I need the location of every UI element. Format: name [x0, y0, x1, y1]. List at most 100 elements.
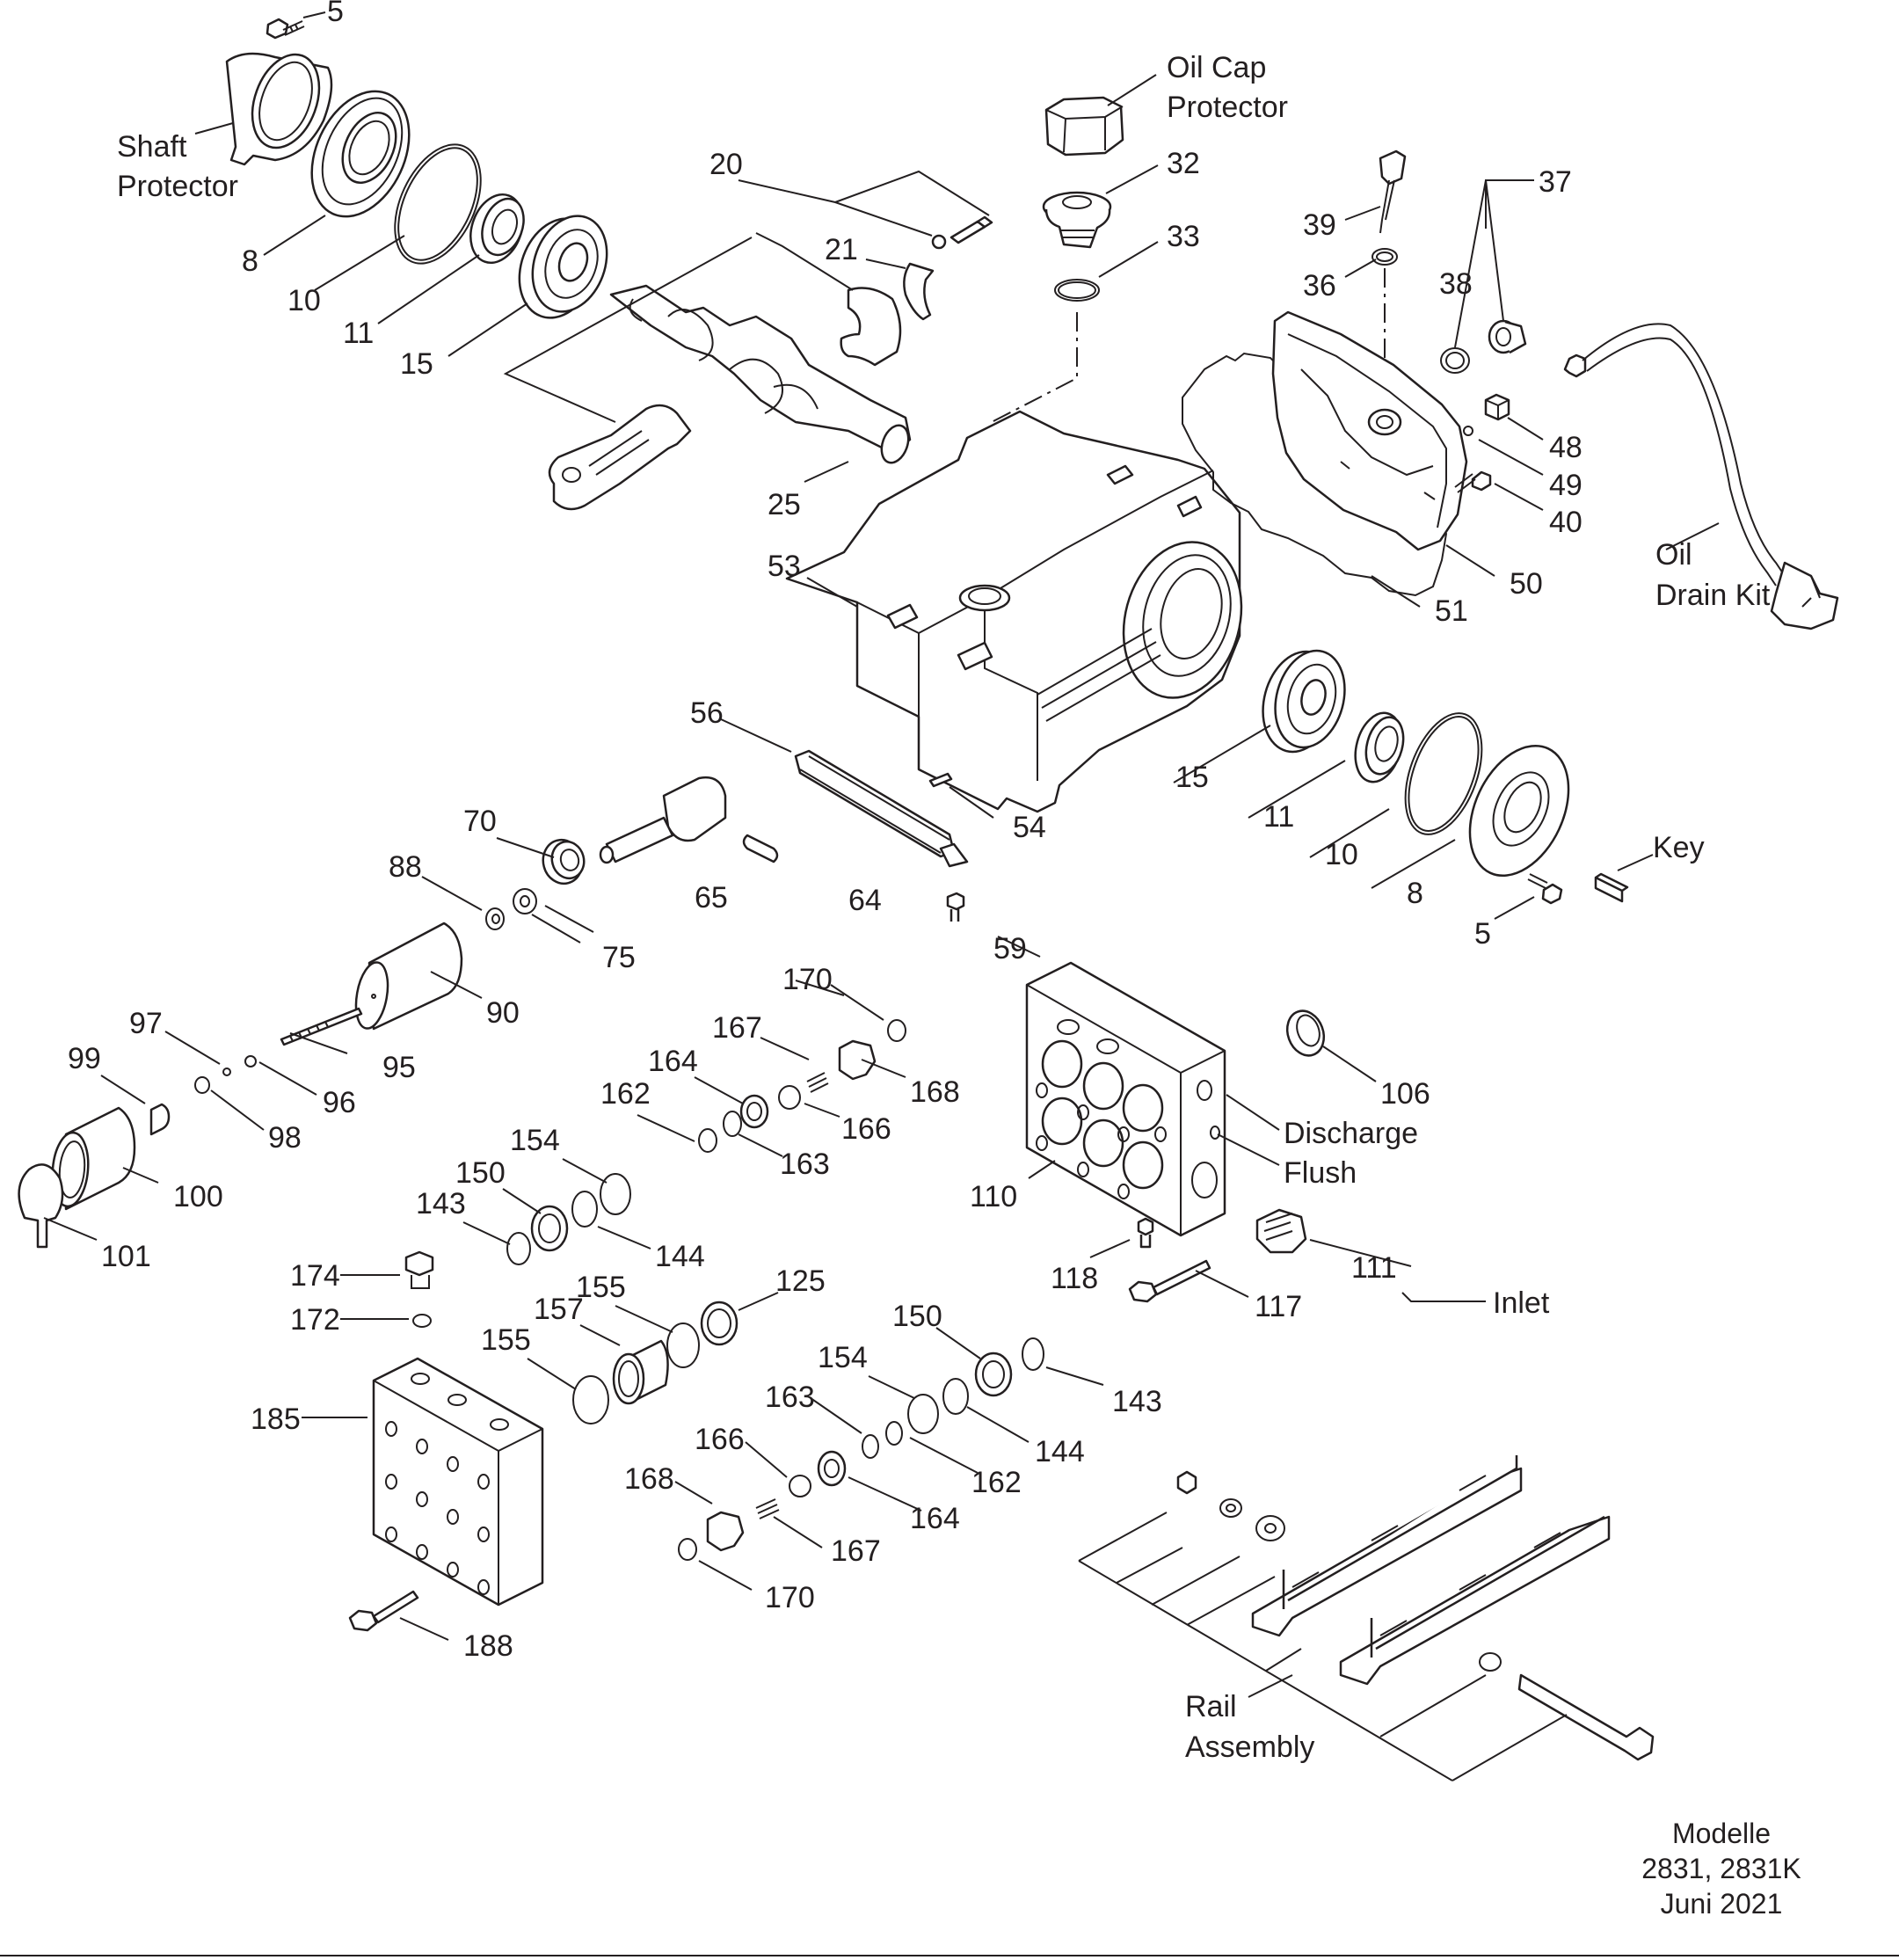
spring-167a: [806, 1072, 829, 1093]
label-8-top: 8: [242, 244, 258, 278]
screw-5-top: [266, 18, 305, 40]
o-ring-143a: [506, 1232, 531, 1265]
plunger-rod-65: [599, 776, 727, 864]
seal-group-upper: [506, 1173, 631, 1265]
footer-date: Juni 2021: [1660, 1888, 1783, 1920]
washer-36-inner: [1376, 251, 1393, 262]
conrod-cap-20-21: [840, 215, 993, 367]
label-10-top: 10: [287, 284, 321, 317]
manifold-110: [1025, 961, 1226, 1237]
label-rail-2: Assembly: [1185, 1730, 1314, 1764]
plunger-90: [354, 922, 463, 1031]
stud-95-thread: [289, 1021, 329, 1042]
inlet-plug-111: [1255, 1208, 1307, 1254]
ring-125: [700, 1301, 738, 1346]
label-54: 54: [1013, 811, 1046, 844]
bottom-rule: [0, 1955, 1899, 1956]
label-21: 21: [825, 233, 858, 266]
label-75: 75: [602, 941, 636, 974]
seal-38: [1440, 347, 1470, 374]
label-49: 49: [1549, 469, 1582, 502]
label-162-top: 162: [600, 1077, 651, 1111]
bolt-117: [1128, 1259, 1211, 1303]
seal-150a: [530, 1205, 569, 1252]
label-15-lower: 15: [1175, 761, 1209, 794]
seal-group-lower: [907, 1337, 1044, 1434]
label-48: 48: [1549, 431, 1582, 464]
o-ring-33-inner: [1058, 281, 1096, 299]
label-5-top: 5: [327, 0, 344, 28]
label-95: 95: [382, 1051, 416, 1084]
valve-166b: [789, 1475, 811, 1497]
valve-164a: [739, 1094, 769, 1129]
label-inlet: Inlet: [1493, 1286, 1550, 1320]
valve-group-upper: [698, 1019, 906, 1153]
label-key: Key: [1653, 831, 1705, 864]
o-ring-143b: [1022, 1337, 1044, 1371]
screw-5-lower: [1527, 873, 1563, 905]
label-64: 64: [848, 884, 882, 917]
model-date-footer: Modelle 2831, 2831K Juni 2021: [1607, 1816, 1836, 1921]
cage-168b: [706, 1511, 745, 1552]
label-150-lower: 150: [892, 1300, 942, 1333]
label-20: 20: [709, 148, 743, 181]
washer-36: [1372, 248, 1398, 266]
label-166-lower: 166: [695, 1423, 745, 1456]
label-163-lower: 163: [765, 1381, 815, 1414]
plug-174: [404, 1250, 434, 1289]
valve-164b: [817, 1450, 847, 1487]
label-shaft-protector-2: Protector: [117, 170, 238, 203]
label-118: 118: [1051, 1262, 1098, 1295]
part-97: [222, 1067, 231, 1076]
o-ring-10-top-inner: [397, 147, 478, 261]
o-ring-33: [1054, 279, 1100, 302]
label-32: 32: [1167, 147, 1200, 180]
label-oil-drain-2: Drain Kit: [1655, 579, 1771, 612]
label-163-top: 163: [780, 1148, 830, 1181]
callout-labels: 5 Shaft Protector 8 10 11 15 20 21 25 Oi…: [68, 0, 1771, 1764]
label-38: 38: [1439, 267, 1473, 301]
label-90: 90: [486, 996, 520, 1030]
shaft-protector: [225, 52, 333, 166]
o-ring-155a: [572, 1375, 609, 1424]
label-rail-1: Rail: [1185, 1690, 1237, 1723]
o-ring-144a: [571, 1191, 598, 1228]
key-part: [1594, 872, 1629, 903]
label-144-top: 144: [655, 1240, 705, 1273]
label-143-top: 143: [416, 1187, 466, 1220]
label-51: 51: [1435, 594, 1468, 628]
dipstick-39: [1379, 149, 1407, 234]
sleeve-157: [612, 1339, 669, 1405]
bearing-15-lower: [1262, 649, 1346, 754]
label-167-lower: 167: [831, 1534, 881, 1568]
plug-37: [1488, 319, 1527, 354]
o-ring-172: [412, 1314, 432, 1328]
label-8-lower: 8: [1407, 877, 1423, 910]
label-157: 157: [534, 1293, 584, 1326]
footer-models-label: Modelle: [1671, 1818, 1772, 1849]
o-ring-155b: [666, 1322, 700, 1368]
label-143-lower: 143: [1112, 1385, 1162, 1418]
o-ring-163b: [862, 1434, 879, 1459]
label-oil-drain-1: Oil: [1655, 538, 1692, 572]
leader-lines: [43, 11, 1720, 1698]
bolt-188: [348, 1590, 419, 1632]
label-33: 33: [1167, 220, 1200, 253]
crankshaft-25: [609, 284, 912, 464]
oil-pan-56: [794, 749, 969, 868]
footer-model-numbers: 2831, 2831K: [1641, 1853, 1801, 1884]
label-168-lower: 168: [624, 1462, 674, 1496]
o-ring-49: [1463, 426, 1473, 436]
screw-40: [1454, 470, 1492, 493]
oil-seal-11-lower: [1354, 711, 1405, 783]
seal-70: [542, 838, 586, 885]
label-37: 37: [1539, 165, 1572, 199]
seal-flange-8-top: [310, 90, 411, 218]
label-111: 111: [1351, 1251, 1397, 1285]
part-98: [194, 1076, 210, 1094]
seat-170a: [887, 1019, 906, 1042]
label-70: 70: [463, 805, 497, 838]
screw-118: [1137, 1217, 1154, 1249]
label-11-lower: 11: [1263, 800, 1294, 834]
